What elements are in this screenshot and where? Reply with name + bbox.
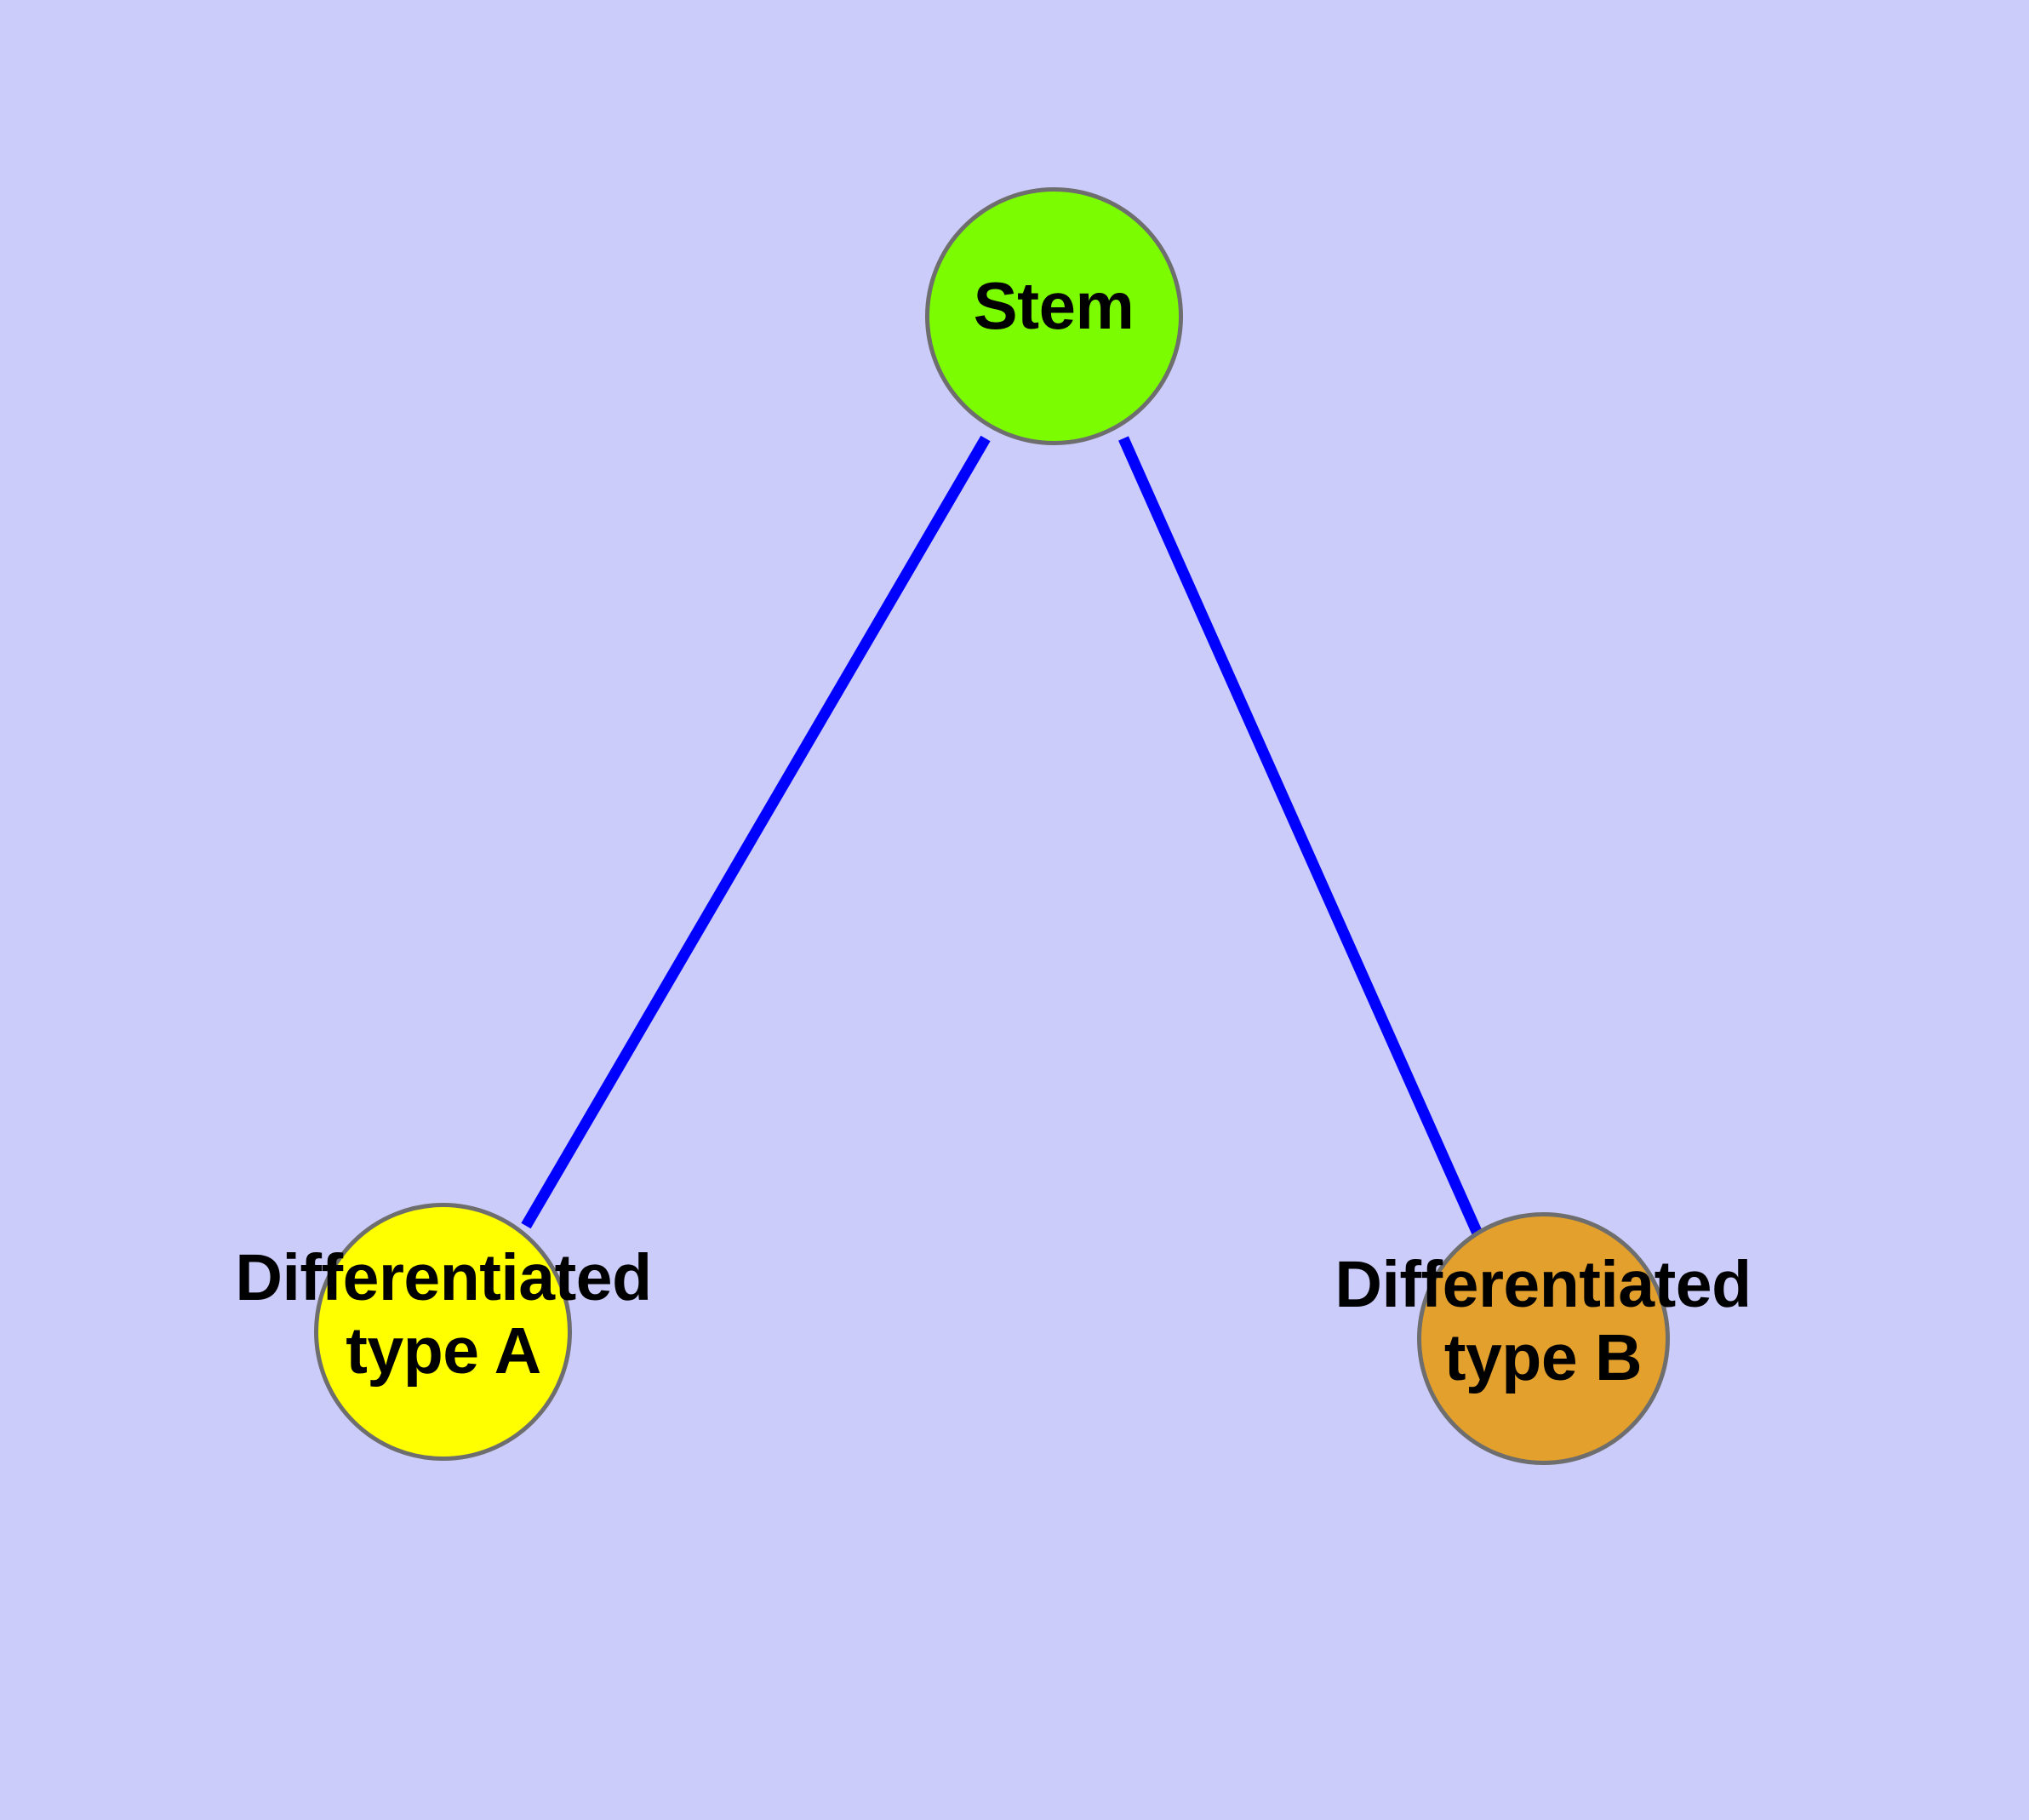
- node-differentiated-type-a[interactable]: [314, 1203, 572, 1461]
- node-stem[interactable]: [925, 187, 1183, 445]
- node-differentiated-type-b[interactable]: [1417, 1212, 1670, 1465]
- edge-stem-to-diff-a[interactable]: [521, 435, 991, 1229]
- edge-stem-to-diff-b[interactable]: [1118, 436, 1483, 1236]
